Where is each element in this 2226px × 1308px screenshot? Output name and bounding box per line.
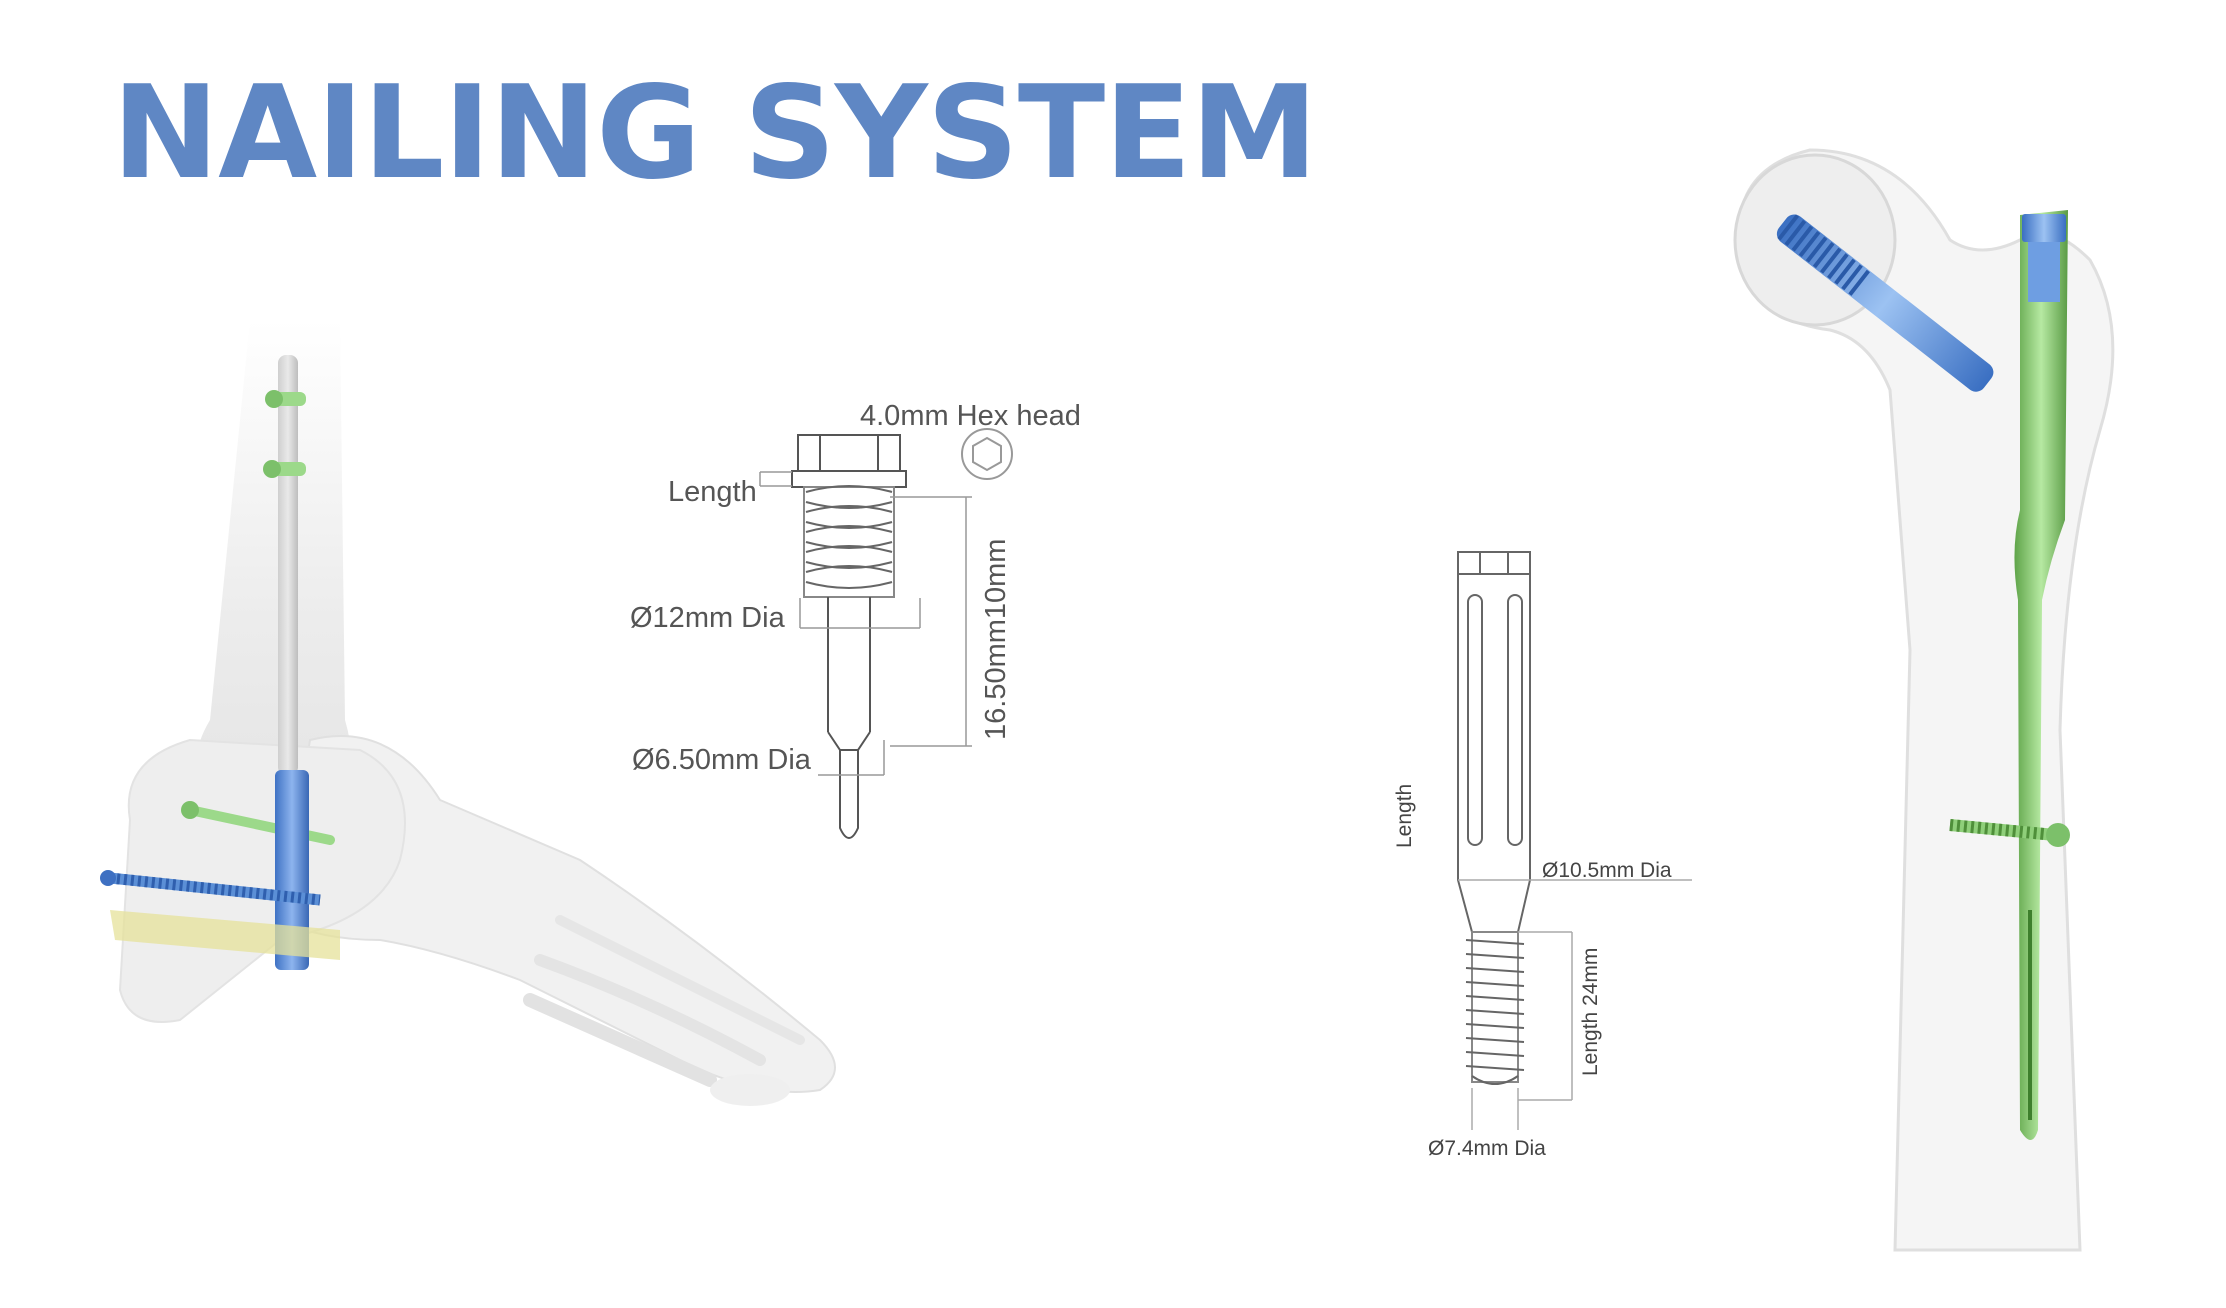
hex-head-label: 4.0mm Hex head bbox=[860, 400, 1081, 432]
dia-74-label: Ø7.4mm Dia bbox=[1428, 1137, 1546, 1160]
dia-650-label: Ø6.50mm Dia bbox=[632, 744, 811, 776]
bolt-technical-drawing bbox=[1457, 551, 1692, 1130]
length-24-label: Length 24mm bbox=[1579, 947, 1602, 1076]
screw-technical-drawing bbox=[759, 428, 1013, 839]
page-title: NAILING SYSTEM bbox=[112, 59, 1318, 208]
screw-dimension-label: 16.50mm10mm bbox=[980, 538, 1012, 740]
screw-length-label: Length bbox=[668, 476, 757, 508]
dia-12-label: Ø12mm Dia bbox=[630, 602, 785, 634]
bolt-length-label: Length bbox=[1393, 783, 1416, 848]
femur-nail-illustration bbox=[1733, 148, 2115, 1252]
ankle-foot-nail-illustration bbox=[100, 320, 836, 1106]
dia-105-label: Ø10.5mm Dia bbox=[1542, 859, 1672, 882]
